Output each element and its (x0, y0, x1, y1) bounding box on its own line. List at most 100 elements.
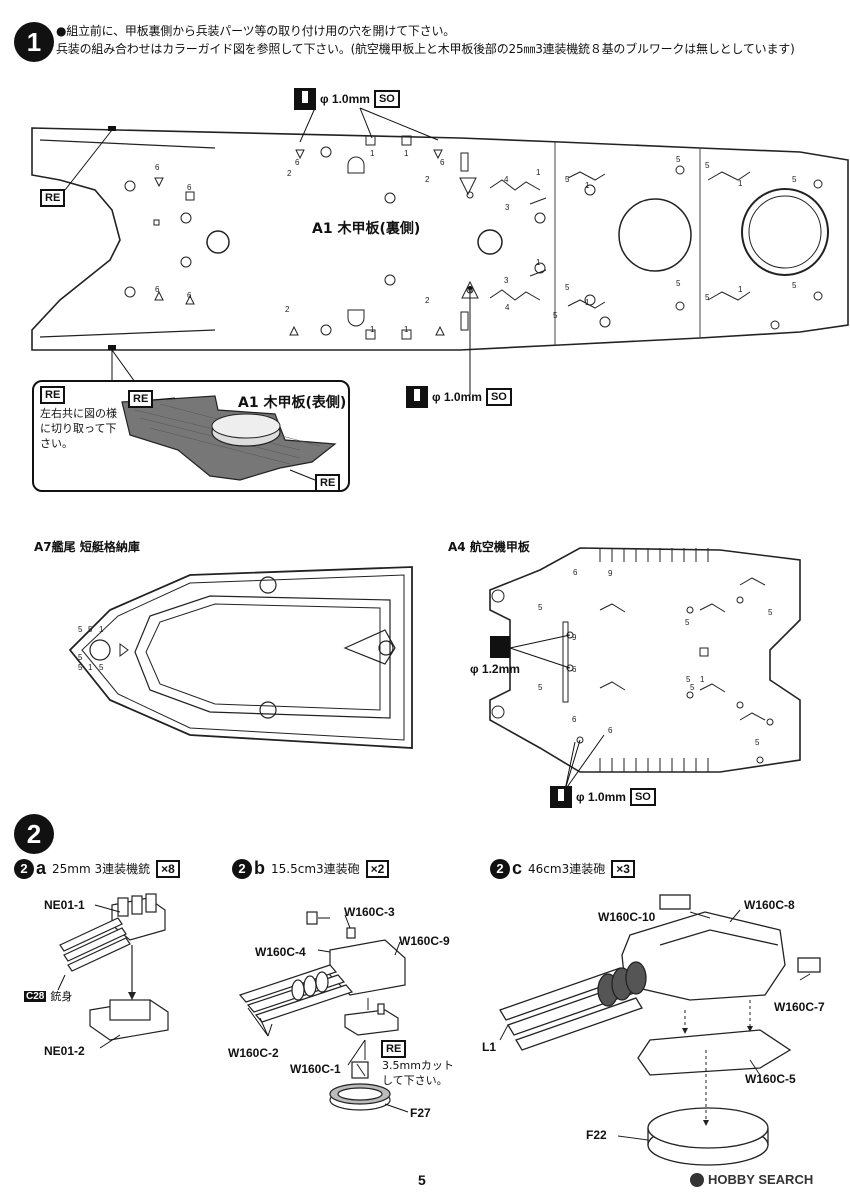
step-1-number: 1 (14, 22, 54, 62)
part-w160c-4: W160C-4 (255, 945, 306, 959)
part-w160c-1: W160C-1 (290, 1062, 341, 1076)
re-tag-turret: RE (381, 1040, 407, 1058)
part-w160c-7: W160C-7 (774, 1000, 825, 1014)
svg-text:5: 5 (792, 281, 797, 290)
svg-text:5: 5 (705, 293, 710, 302)
svg-text:5: 5 (78, 625, 83, 634)
svg-text:5: 5 (538, 683, 543, 692)
callout-re-tag-lower: RE (315, 474, 341, 492)
drill-bit-icon (406, 386, 428, 408)
watermark-text: HOBBY SEARCH (708, 1172, 814, 1187)
part-w160c-3: W160C-3 (344, 905, 395, 919)
step-2c-badge-number: 2 (490, 858, 510, 879)
svg-text:5: 5 (792, 175, 797, 184)
instruction-line-1: ●組立前に、甲板裏側から兵装パーツ等の取り付け用の穴を開けて下さい。 (56, 24, 456, 38)
svg-text:6: 6 (440, 158, 445, 167)
svg-text:2: 2 (287, 169, 292, 178)
svg-text:6: 6 (155, 163, 160, 172)
step-2c-quantity: ×3 (611, 859, 635, 878)
drill-a4-indicator: φ 1.0mm SO (550, 786, 656, 808)
svg-text:5: 5 (768, 608, 773, 617)
svg-text:6: 6 (573, 568, 578, 577)
step-2c-badge-letter: c (512, 858, 523, 878)
svg-text:1: 1 (370, 325, 375, 334)
page-number: 5 (418, 1172, 426, 1188)
svg-text:4: 4 (505, 303, 510, 312)
svg-text:5: 5 (538, 603, 543, 612)
drill-bit-icon (294, 88, 316, 110)
step-1-instruction: ●組立前に、甲板裏側から兵装パーツ等の取り付け用の穴を開けて下さい。 兵装の組み… (56, 22, 846, 58)
svg-text:1: 1 (536, 168, 541, 177)
cut-3-5mm-note: 3.5mmカットして下さい。 (382, 1059, 454, 1087)
svg-text:1: 1 (738, 179, 743, 188)
svg-text:2: 2 (425, 296, 430, 305)
step-2b-badge-number: 2 (232, 858, 252, 879)
svg-text:3: 3 (504, 276, 509, 285)
drill-top-size: φ 1.0mm (320, 92, 370, 106)
svg-text:2: 2 (425, 175, 430, 184)
callout-re-tag-upper: RE (128, 390, 154, 408)
step-2-number: 2 (14, 814, 54, 854)
svg-text:1: 1 (585, 181, 590, 190)
part-c28-tag: C28 (24, 990, 47, 1002)
step-2b-title: 15.5cm3連装砲 (271, 862, 360, 876)
step-2a-badge-letter: a (36, 858, 47, 878)
part-ne01-2: NE01-2 (44, 1044, 85, 1058)
svg-text:1: 1 (536, 258, 541, 267)
drill-mid-indicator: φ 1.0mm SO (406, 386, 512, 408)
svg-text:5: 5 (78, 653, 83, 662)
drill-top-indicator: φ 1.0mm SO (294, 88, 400, 110)
svg-text:6: 6 (572, 665, 577, 674)
drill-bit-icon (490, 636, 510, 658)
part-c28-group: C28 銃身 (24, 988, 72, 1004)
step-1-number-text: 1 (26, 26, 42, 57)
svg-text:5: 5 (705, 161, 710, 170)
step-2b-badge-letter: b (254, 858, 265, 878)
step-2a-badge-number: 2 (14, 858, 34, 879)
svg-text:6: 6 (572, 715, 577, 724)
part-w160c-10: W160C-10 (598, 910, 656, 924)
hobby-search-watermark: HOBBY SEARCH (690, 1172, 813, 1187)
part-w160c-5: W160C-5 (745, 1072, 796, 1086)
part-w160c-8: W160C-8 (744, 898, 795, 912)
re-tag-left: RE (40, 189, 66, 207)
svg-text:1: 1 (88, 663, 93, 672)
svg-text:6: 6 (155, 285, 160, 294)
drill-mid-size: φ 1.0mm (432, 390, 482, 404)
svg-text:5: 5 (686, 675, 691, 684)
part-w160c-2: W160C-2 (228, 1046, 279, 1060)
part-ne01-1: NE01-1 (44, 898, 85, 912)
svg-text:5: 5 (676, 279, 681, 288)
svg-text:1: 1 (99, 625, 104, 634)
step-2c-title: 46cm3連装砲 (528, 862, 606, 876)
svg-text:6: 6 (187, 291, 192, 300)
svg-text:1: 1 (404, 149, 409, 158)
svg-text:5: 5 (755, 738, 760, 747)
svg-text:5: 5 (685, 618, 690, 627)
svg-text:6: 6 (187, 183, 192, 192)
svg-text:9: 9 (572, 633, 577, 642)
drill-a4-tag: SO (629, 788, 656, 806)
part-a1-back-label: A1 木甲板(裏側) (312, 221, 421, 237)
drill-a4-size-1: φ 1.2mm (470, 662, 520, 676)
svg-text:6: 6 (295, 158, 300, 167)
drill-a4-size-2: φ 1.0mm (576, 790, 626, 804)
part-f22: F22 (586, 1128, 607, 1142)
svg-text:1: 1 (404, 325, 409, 334)
drill-top-tag: SO (373, 90, 400, 108)
svg-text:1: 1 (585, 298, 590, 307)
part-l1: L1 (482, 1040, 497, 1054)
svg-text:4: 4 (504, 175, 509, 184)
svg-text:3: 3 (505, 203, 510, 212)
part-w160c-9: W160C-9 (399, 934, 450, 948)
